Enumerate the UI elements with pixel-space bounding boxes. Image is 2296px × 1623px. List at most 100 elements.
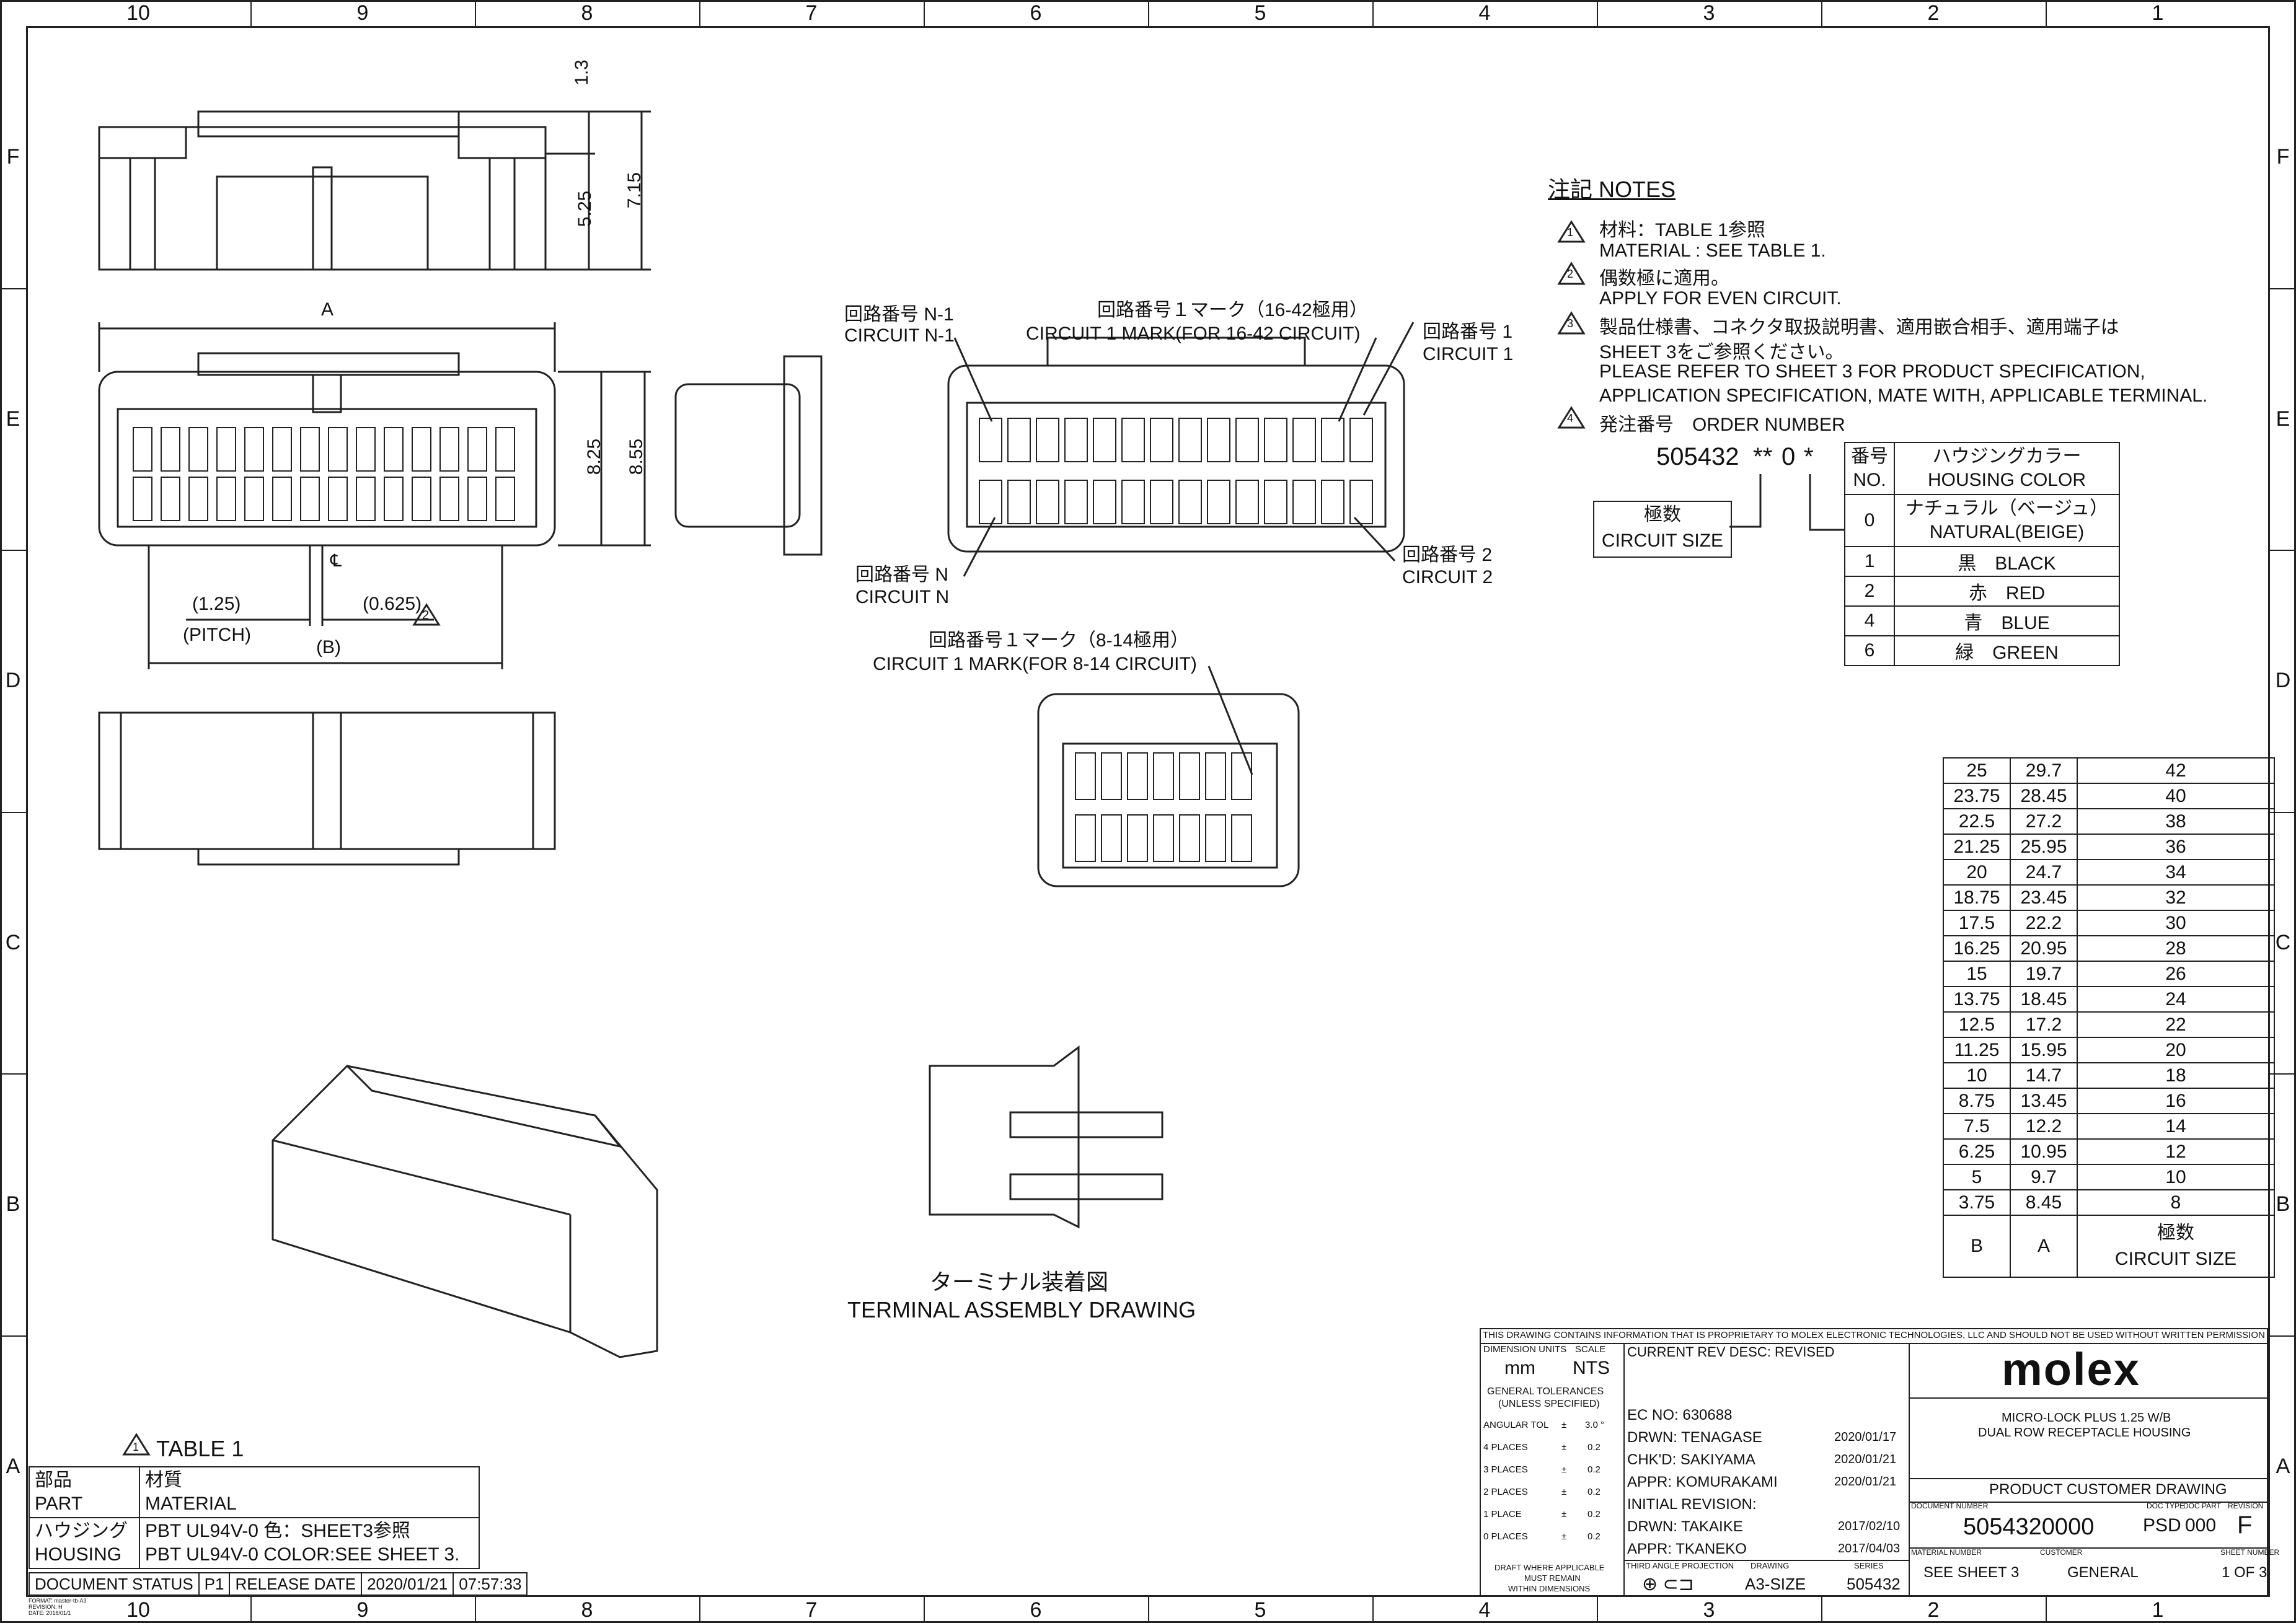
contact-cavity: [272, 427, 292, 472]
callout-c2-jp: 回路番号 2: [1402, 545, 1493, 565]
contact-cavity: [467, 427, 487, 472]
tol-places-label: 0 PLACES: [1483, 1531, 1528, 1542]
doc-type: PSD: [2143, 1515, 2181, 1536]
zone-col-label: 9: [356, 1598, 369, 1622]
contact-cavity: [384, 477, 404, 521]
zone-col-label: 3: [1703, 1, 1715, 25]
doc-part: 000: [2185, 1515, 2217, 1536]
zone-row-label: C: [2275, 930, 2291, 954]
tol-places-label: 3 PLACES: [1483, 1464, 1528, 1475]
customer-label: CUSTOMER: [2040, 1548, 2083, 1557]
contact-cavity: [495, 427, 515, 472]
tol-places-pm: ±: [1561, 1442, 1567, 1453]
zone-col-label: 3: [1703, 1598, 1715, 1622]
contact-cavity: [1150, 418, 1173, 462]
contact-cavity: [216, 427, 236, 472]
note-3-num: 3: [1567, 317, 1574, 330]
size-a-cell: 15.95: [2010, 1037, 2078, 1063]
series: 505432: [1847, 1575, 1901, 1593]
contact-cavity: [328, 477, 348, 521]
note-3-line-2: SHEET 3をご参照ください。: [1599, 342, 1844, 363]
dim-a: A: [321, 299, 334, 320]
order-circuit-stars: **: [1753, 443, 1773, 470]
size-a-cell: 12.2: [2010, 1113, 2078, 1140]
size-a-cell: 18.45: [2010, 986, 2078, 1013]
table1-note-num: 1: [133, 1441, 139, 1453]
size-circuit-cell: 10: [2077, 1164, 2275, 1190]
terminal-section: [929, 1045, 1080, 1229]
contact-cavities: [133, 418, 1373, 862]
initial-revision: INITIAL REVISION:: [1627, 1496, 1757, 1513]
contact-cavity: [1075, 752, 1096, 800]
scale-label: SCALE: [1575, 1344, 1606, 1355]
size-a-cell: 17.2: [2010, 1011, 2078, 1038]
side-view-body: [674, 383, 801, 528]
note-3-line-3: PLEASE REFER TO SHEET 3 FOR PRODUCT SPEC…: [1599, 361, 2145, 382]
contact-cavity: [1292, 418, 1316, 462]
order-prefix: 505432: [1656, 443, 1739, 470]
size-b-cell: 17.5: [1943, 910, 2011, 936]
dim-units-label: DIMENSION UNITS: [1483, 1344, 1567, 1355]
circuit-size-box: 極数 CIRCUIT SIZE: [1593, 501, 1732, 558]
centerline-mark: ℄: [330, 551, 342, 570]
document-status-row: DOCUMENT STATUS P1 RELEASE DATE 2020/01/…: [29, 1572, 528, 1596]
note-4-num: 4: [1567, 412, 1574, 424]
note-3-line-1: 製品仕様書、コネクタ取扱説明書、適用嵌合相手、適用端子は: [1599, 317, 2119, 338]
checked-by: CHK'D: SAKIYAMA: [1627, 1451, 1755, 1468]
order-zero: 0: [1782, 443, 1796, 470]
size-b-cell: 20: [1943, 859, 2011, 886]
angular-tol-value: 3.0 °: [1585, 1420, 1605, 1430]
bottom-view-body: [98, 711, 556, 850]
front-view-body: [98, 371, 556, 547]
zone-row-label: F: [6, 145, 20, 169]
molex-logo: molex: [2002, 1344, 2140, 1395]
contact-cavity: [1036, 480, 1059, 524]
contact-cavity: [412, 427, 431, 472]
contact-cavity: [133, 477, 152, 521]
contact-cavity: [1207, 418, 1230, 462]
size-a-cell: 24.7: [2010, 859, 2078, 886]
series-label: SERIES: [1854, 1561, 1884, 1570]
size-circuit-cell: 22: [2077, 1011, 2275, 1038]
approved-by: APPR: KOMURAKAMI: [1627, 1474, 1778, 1490]
size-circuit-cell: 32: [2077, 884, 2275, 911]
contact-cavity: [161, 477, 180, 521]
initial-drawn-date: 2017/02/10: [1838, 1520, 1901, 1533]
zone-row-label: D: [2275, 669, 2291, 693]
release-date: 2020/01/21: [361, 1572, 454, 1596]
within-dimensions-note: WITHIN DIMENSIONS: [1508, 1584, 1591, 1593]
revision: F: [2237, 1511, 2253, 1539]
contact-cavity: [1349, 480, 1373, 524]
callout-c1-en: CIRCUIT 1: [1423, 344, 1514, 364]
color-row-no: 6: [1844, 635, 1895, 666]
doc-type-label: DOC TYPE: [2147, 1502, 2185, 1510]
size-circuit-cell: 42: [2077, 757, 2275, 784]
size-col-a: A: [2010, 1215, 2078, 1278]
contact-cavity: [188, 477, 208, 521]
doc-part-label: DOC PART: [2183, 1502, 2221, 1510]
zone-row-label: F: [2276, 145, 2290, 169]
tol-places-pm: ±: [1561, 1509, 1567, 1520]
zone-col-label: 7: [805, 1598, 818, 1622]
dim-units: mm: [1504, 1358, 1535, 1378]
zone-col-label: 5: [1254, 1598, 1266, 1622]
note-4-line-1: 発注番号 ORDER NUMBER: [1599, 415, 1845, 435]
drawing-size: A3-SIZE: [1745, 1575, 1806, 1593]
doc-status-value: P1: [198, 1572, 231, 1596]
callout-c1small-jp: 回路番号１マーク（8-14極用）: [929, 630, 1190, 651]
tol-places-value: 0.2: [1587, 1464, 1601, 1475]
contact-cavity: [1127, 814, 1148, 862]
zone-col-label: 10: [126, 1598, 150, 1622]
color-row-name: 青 BLUE: [1894, 605, 2120, 636]
size-b-cell: 10: [1943, 1062, 2011, 1089]
customer: GENERAL: [2067, 1564, 2139, 1581]
